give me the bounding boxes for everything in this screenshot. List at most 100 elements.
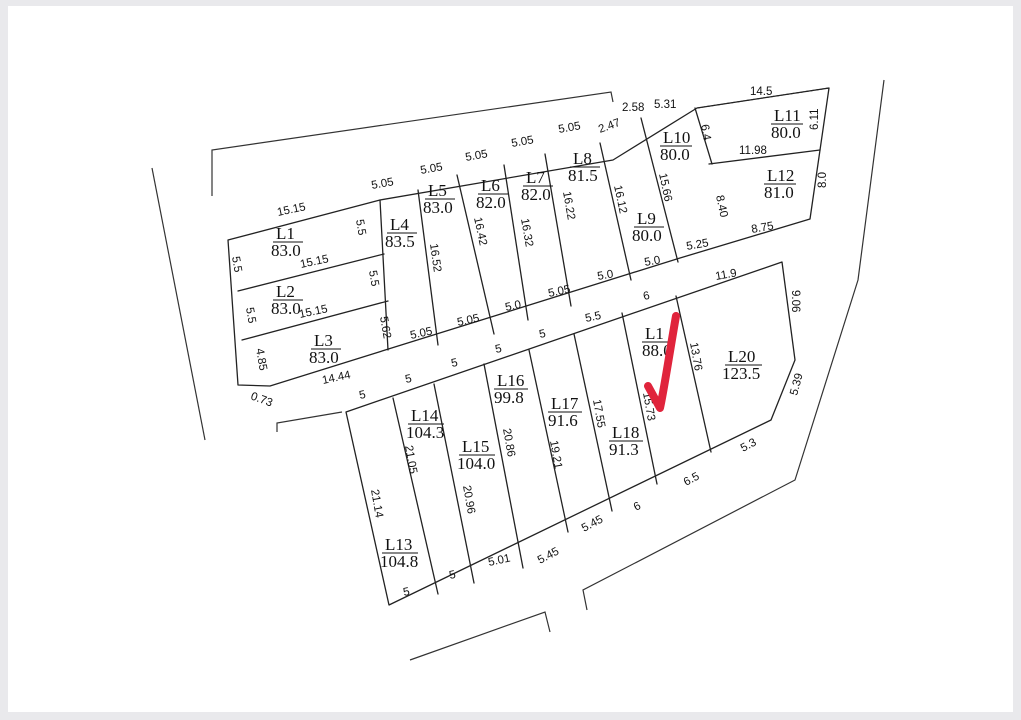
lot-l19-area: 88.0 [642,341,672,360]
lot-l12: L12 81.0 [764,166,796,202]
lot-l15-area: 104.0 [457,454,495,473]
dim-label: 6.11 [809,108,821,130]
dim-label: 2.58 [622,102,644,114]
dim-label: 0.73 [249,391,274,410]
lot-l4-name: L4 [390,215,409,234]
red-checkmark-icon [644,312,680,412]
lot-l17-area: 91.6 [548,411,578,430]
lot-l3-name: L3 [314,331,333,350]
road-lines [151,79,885,661]
dim-label: 5.5 [243,306,258,324]
lot-line-l5-l6 [456,174,495,335]
dim-label: 2.47 [597,117,622,136]
dim-label: 5.5 [366,269,381,287]
dim-label: 9.06 [789,290,801,312]
lot-l6: L6 82.0 [476,176,508,212]
dim-label: 5.45 [536,546,561,567]
dim-label: 8.0 [817,172,829,188]
dim-label: 8.40 [713,194,729,218]
dim-label: 4.85 [253,347,269,371]
dim-label: 5.5 [584,310,602,325]
dim-label: 16.22 [560,190,577,220]
lot-line-l8-l9 [599,142,632,281]
lot-line-l2-l3 [241,300,389,341]
road-right-edge [582,79,885,611]
road-top-edge [211,91,614,196]
lot-l12-area: 81.0 [764,183,794,202]
dim-label: 5.31 [654,99,676,111]
dim-label: 11.98 [739,145,767,157]
dim-label: 5.05 [557,120,581,136]
lot-l6-area: 82.0 [476,193,506,212]
lot-l16: L16 99.8 [494,371,528,407]
lot-line-l14-l15 [433,383,475,584]
lot-l8-name: L8 [573,149,592,168]
dim-label: 5.05 [409,326,433,342]
lot-line-l7-l8 [544,153,572,307]
lot-line-l1-l2 [237,253,385,292]
lot-l1-area: 83.0 [271,241,301,260]
lot-line-l16-l17 [528,349,569,533]
dim-label: 5.0 [643,254,661,269]
lot-l11: L11 80.0 [771,106,803,142]
lot-line-l4-l5 [417,189,439,346]
dim-label: 5.0 [596,268,614,283]
lot-l3: L3 83.0 [309,331,341,367]
dim-label: 5.05 [456,313,480,329]
lower-block-outline [345,261,796,606]
lot-line-l6-l7 [503,164,529,321]
dim-label: 5.05 [464,148,488,164]
lot-l18-area: 91.3 [609,440,639,459]
dim-label: 20.86 [500,427,517,457]
dim-label: 5.5 [229,255,244,273]
dim-label: 8.75 [750,220,774,236]
lot-labels: L1 83.0 L2 83.0 L3 83.0 L4 83.5 L5 83.0 … [271,106,803,571]
lot-l20-area: 123.5 [722,364,760,383]
dim-label: 15.66 [656,172,674,203]
dim-label: 19.21 [547,439,564,469]
dim-label: 5.25 [685,237,709,253]
lot-l5-name: L5 [428,181,447,200]
lot-l20: L20 123.5 [722,347,762,383]
lot-l12-name: L12 [767,166,794,185]
lot-l6-name: L6 [481,176,500,195]
lot-l13: L13 104.8 [380,535,418,571]
dim-label: 5 [402,586,411,599]
dim-label: 20.96 [460,484,477,514]
lot-l5: L5 83.0 [423,181,455,217]
lot-l11-name: L11 [774,106,801,125]
lot-l14-area: 104.3 [406,423,444,442]
dim-label: 5.05 [370,176,394,192]
lot-l13-area: 104.8 [380,552,418,571]
road-left-edge [151,167,206,441]
lot-l9-name: L9 [637,209,656,228]
dim-label: 5 [448,569,457,582]
lot-subdivision-plan: L1 83.0 L2 83.0 L3 83.0 L4 83.5 L5 83.0 … [151,79,885,661]
lot-l2: L2 83.0 [271,282,303,318]
lot-l2-area: 83.0 [271,299,301,318]
lot-l4: L4 83.5 [385,215,417,251]
road-left-lower [276,411,343,432]
lot-l16-area: 99.8 [494,388,524,407]
dim-label: 5.3 [739,437,759,455]
lot-l8-area: 81.5 [568,166,598,185]
lot-l18-name: L18 [612,423,639,442]
lot-l10-area: 80.0 [660,145,690,164]
dim-label: 5 [450,357,459,370]
lot-l14-name: L14 [411,406,439,425]
dim-label: 21.05 [402,444,419,474]
dim-label: 5.05 [510,134,534,150]
lot-line-l3-l4 [379,199,389,351]
lot-l7: L7 82.0 [521,168,553,204]
dim-label: 16.52 [427,243,443,273]
lower-block [345,261,796,606]
lot-l17: L17 91.6 [548,394,582,430]
lot-l19: L1 88.0 [642,324,674,360]
dim-label: 5.0 [504,299,522,314]
dimension-labels: 15.15 5.05 5.05 5.05 5.05 5.05 2.58 5.31… [229,86,829,599]
lot-l17-name: L17 [551,394,579,413]
lot-l16-name: L16 [497,371,524,390]
dim-label: 5 [494,343,503,356]
plan-sheet: L1 83.0 L2 83.0 L3 83.0 L4 83.5 L5 83.0 … [8,6,1013,712]
lot-l10: L10 80.0 [660,128,692,164]
